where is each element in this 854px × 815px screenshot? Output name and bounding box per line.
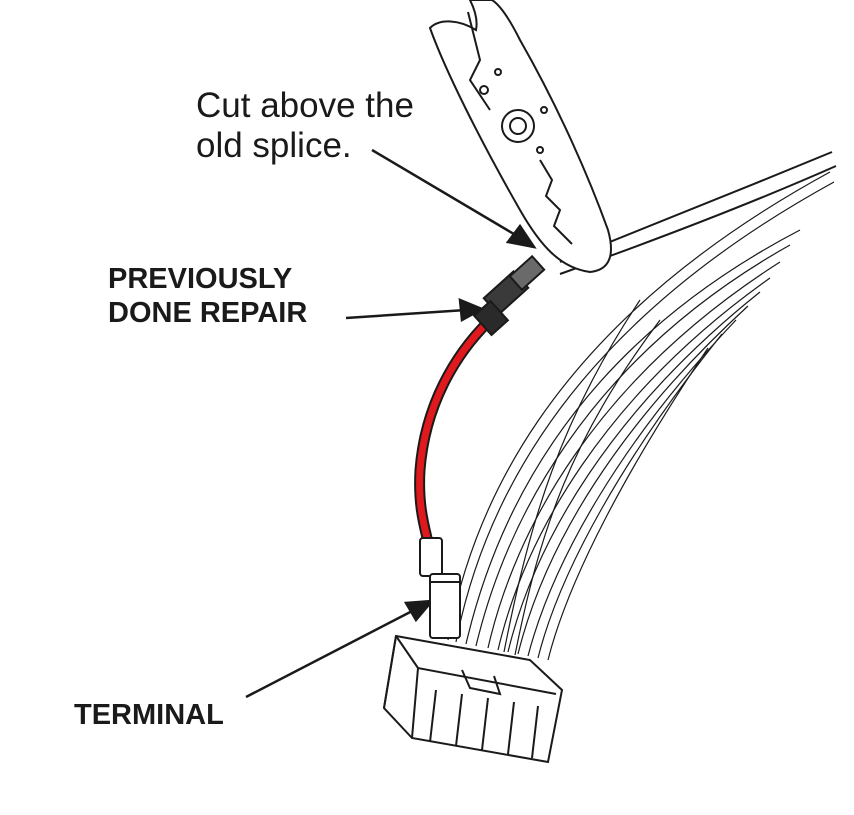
previous-repair-line-2: DONE REPAIR — [108, 297, 308, 329]
terminal-label: TERMINAL — [74, 699, 224, 731]
previous-repair-label: PREVIOUSLY DONE REPAIR — [108, 262, 307, 330]
repair-wire — [414, 316, 494, 548]
splice-connector — [472, 254, 546, 337]
wire-harness-bundle — [447, 171, 835, 661]
cut-instruction-line-2: old splice. — [196, 126, 352, 165]
leader-lines — [245, 148, 537, 699]
harness-connector — [382, 634, 564, 764]
cut-instruction-label: Cut above the old splice. — [196, 86, 414, 166]
wire-terminal — [419, 537, 461, 639]
previous-repair-line-1: PREVIOUSLY — [108, 263, 293, 295]
cut-instruction-line-1: Cut above the — [196, 86, 414, 125]
cutting-pliers — [428, 0, 612, 274]
